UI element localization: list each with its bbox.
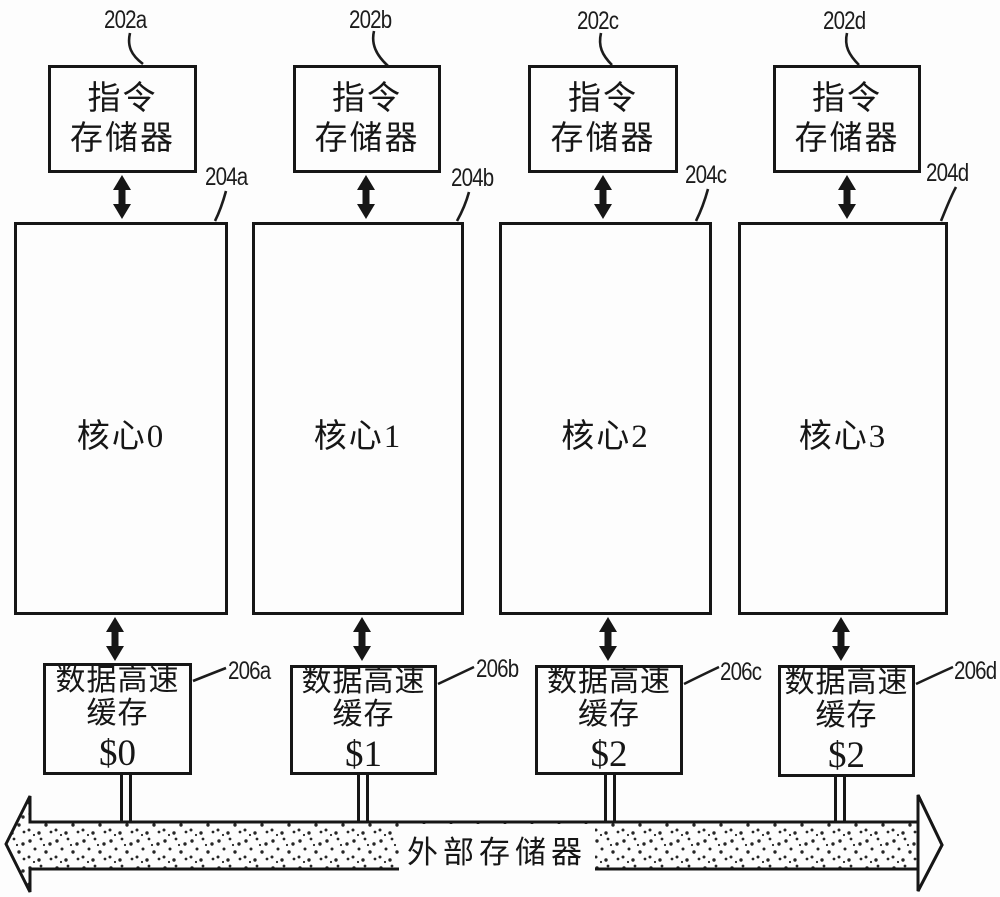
bidirectional-arrow-icon — [106, 617, 124, 661]
ref-label-206d: 206d — [954, 657, 997, 685]
data-cache-id: $0 — [99, 732, 136, 774]
ref-label-206a: 206a — [228, 657, 271, 685]
leader-204a — [213, 190, 228, 222]
memory-bus-right-arrowhead — [916, 794, 944, 892]
bidirectional-arrow-icon — [353, 617, 371, 661]
core-name: 核心2 — [561, 418, 650, 455]
data-cache-id: $1 — [345, 733, 382, 775]
cache-bus-connector-c — [604, 775, 616, 824]
leader-202b — [371, 30, 389, 67]
cache-bus-connector-a — [120, 775, 132, 824]
data-cache-label-line1: 数据高速 — [784, 665, 909, 699]
cache-bus-connector-d — [834, 775, 846, 824]
leader-202d — [844, 32, 860, 66]
core-name: 核心0 — [76, 418, 166, 455]
leader-202a — [127, 32, 144, 66]
core-cache-arrows — [106, 617, 850, 661]
core-box-3: 核心3 — [738, 222, 948, 615]
core-box-0: 核心0 — [14, 222, 228, 615]
data-cache-label-line2: 缓存 — [578, 698, 640, 732]
ref-label-204d: 204d — [926, 159, 969, 187]
instruction-memory-box-b: 指令 存储器 — [293, 65, 441, 173]
instr-core-arrows — [113, 175, 856, 219]
leader-204c — [694, 188, 710, 222]
instruction-memory-box-c: 指令 存储器 — [528, 65, 678, 173]
bidirectional-arrow-icon — [357, 175, 375, 219]
ref-label-202b: 202b — [349, 6, 392, 34]
data-cache-label-line1: 数据高速 — [301, 664, 426, 698]
ref-label-204c: 204c — [685, 161, 727, 189]
instruction-memory-label-line2: 存储器 — [550, 121, 656, 157]
data-cache-box-b: 数据高速 缓存 $1 — [290, 665, 437, 775]
data-cache-box-d: 数据高速 缓存 $2 — [778, 665, 915, 777]
ref-label-206c: 206c — [720, 658, 762, 686]
instruction-memory-label-line2: 存储器 — [794, 121, 900, 157]
leader-202c — [598, 32, 613, 66]
core-box-2: 核心2 — [499, 222, 712, 615]
leader-204d — [939, 186, 958, 222]
ref-label-202d: 202d — [823, 7, 866, 35]
core-box-1: 核心1 — [252, 222, 464, 615]
instruction-memory-label-line1: 指令 — [812, 80, 882, 117]
instruction-memory-label-line2: 存储器 — [314, 121, 420, 157]
leader-204b — [455, 191, 471, 222]
instruction-memory-label-line2: 存储器 — [70, 121, 175, 157]
data-cache-box-c: 数据高速 缓存 $2 — [535, 665, 683, 775]
data-cache-label-line2: 缓存 — [332, 698, 395, 732]
data-cache-label-line2: 缓存 — [815, 699, 878, 733]
leader-206a — [192, 666, 227, 683]
core-name: 核心1 — [313, 418, 403, 455]
data-cache-id: $2 — [828, 734, 865, 776]
bidirectional-arrow-icon — [832, 617, 850, 661]
data-cache-id: $2 — [590, 733, 628, 775]
instruction-memory-box-a: 指令 存储器 — [48, 65, 197, 173]
instruction-memory-label-line1: 指令 — [87, 80, 158, 117]
bidirectional-arrow-icon — [113, 175, 131, 219]
core-name: 核心3 — [798, 418, 888, 455]
instruction-memory-label-line1: 指令 — [568, 80, 638, 117]
instruction-memory-label-line1: 指令 — [332, 80, 402, 117]
data-cache-box-a: 数据高速 缓存 $0 — [43, 663, 192, 775]
bidirectional-arrow-icon — [594, 175, 612, 219]
bidirectional-arrow-icon — [838, 175, 856, 219]
ref-label-204a: 204a — [205, 163, 248, 191]
leader-206b — [437, 665, 475, 686]
leader-206c — [683, 665, 720, 686]
ref-label-206b: 206b — [476, 655, 519, 683]
data-cache-label-line1: 数据高速 — [547, 664, 671, 698]
bidirectional-arrow-icon — [599, 617, 617, 661]
ref-label-202c: 202c — [577, 7, 619, 35]
leader-206d — [915, 665, 954, 686]
data-cache-label-line1: 数据高速 — [55, 663, 180, 697]
external-memory-bus-label: 外部存储器 — [399, 824, 595, 877]
instruction-memory-box-d: 指令 存储器 — [773, 65, 921, 173]
reference-leader-lines — [127, 30, 958, 686]
ref-label-202a: 202a — [104, 6, 147, 34]
data-cache-label-line2: 缓存 — [86, 697, 149, 731]
ref-label-204b: 204b — [451, 164, 494, 192]
cache-bus-connector-b — [357, 775, 369, 824]
